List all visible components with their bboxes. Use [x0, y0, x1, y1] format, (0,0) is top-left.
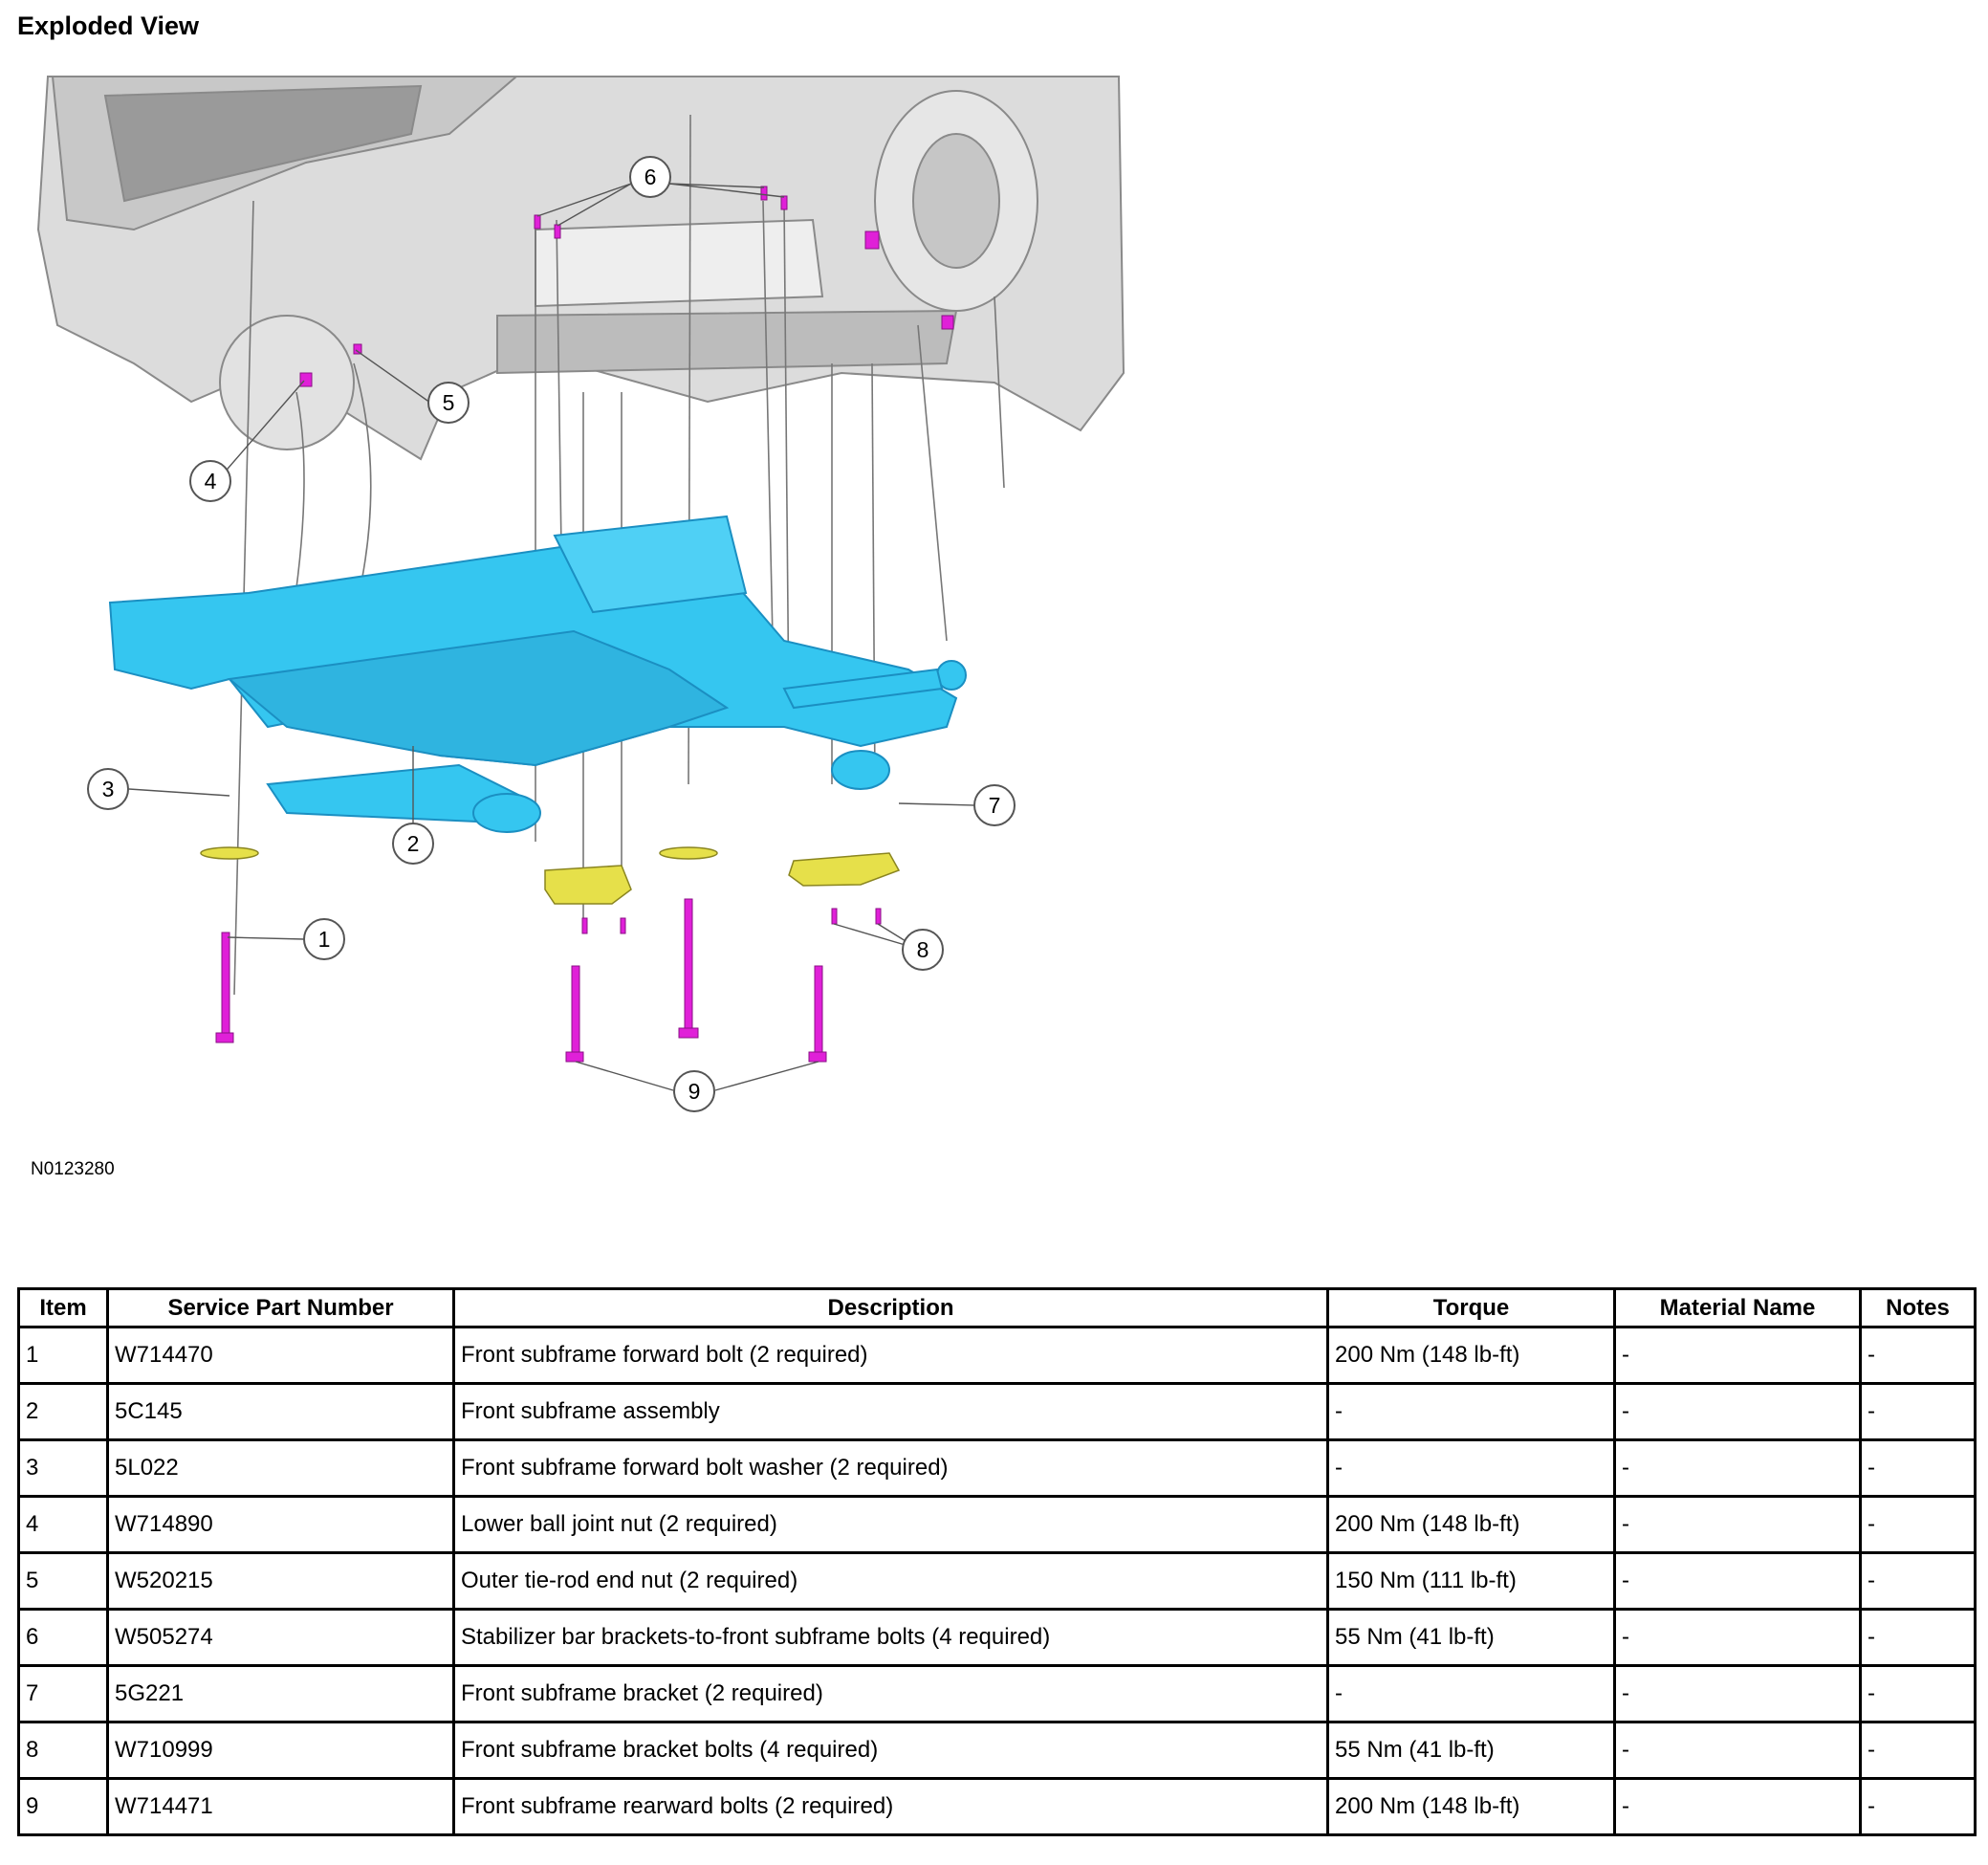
cell-description: Front subframe rearward bolts (2 require… — [452, 1777, 1329, 1836]
cell-material-name: - — [1613, 1326, 1862, 1385]
table-row: 3 5L022 Front subframe forward bolt wash… — [17, 1438, 1977, 1498]
cell-notes: - — [1859, 1608, 1977, 1667]
cell-material-name: - — [1613, 1551, 1862, 1611]
cell-item: 6 — [17, 1608, 109, 1667]
table-row: 8 W710999 Front subframe bracket bolts (… — [17, 1721, 1977, 1780]
exploded-view-diagram: 1 2 3 4 5 6 7 8 9 — [36, 76, 1125, 1112]
fasteners — [215, 186, 954, 1063]
front-subframe — [108, 515, 967, 833]
cell-notes: - — [1859, 1664, 1977, 1723]
cell-description: Lower ball joint nut (2 required) — [452, 1495, 1329, 1554]
cell-part-number: W714470 — [106, 1326, 455, 1385]
cell-torque: - — [1326, 1664, 1616, 1723]
cell-description: Front subframe bracket bolts (4 required… — [452, 1721, 1329, 1780]
cell-item: 8 — [17, 1721, 109, 1780]
svg-text:9: 9 — [688, 1079, 701, 1104]
svg-text:2: 2 — [407, 831, 420, 856]
cell-torque: 55 Nm (41 lb-ft) — [1326, 1721, 1616, 1780]
table-row: 5 W520215 Outer tie-rod end nut (2 requi… — [17, 1551, 1977, 1611]
table-row: 4 W714890 Lower ball joint nut (2 requir… — [17, 1495, 1977, 1554]
cell-notes: - — [1859, 1551, 1977, 1611]
vehicle-body — [36, 76, 1125, 461]
page-title: Exploded View — [17, 11, 200, 40]
cell-item: 7 — [17, 1664, 109, 1723]
cell-description: Front subframe assembly — [452, 1382, 1329, 1441]
cell-torque: 200 Nm (148 lb-ft) — [1326, 1326, 1616, 1385]
cell-part-number: 5L022 — [106, 1438, 455, 1498]
svg-text:7: 7 — [989, 793, 1001, 818]
cell-notes: - — [1859, 1438, 1977, 1498]
cell-torque: - — [1326, 1438, 1616, 1498]
callout-1: 1 — [303, 918, 345, 960]
svg-text:5: 5 — [443, 390, 455, 415]
cell-description: Stabilizer bar brackets-to-front subfram… — [452, 1608, 1329, 1667]
header-torque: Torque — [1326, 1287, 1616, 1328]
cell-part-number: W505274 — [106, 1608, 455, 1667]
cell-item: 1 — [17, 1326, 109, 1385]
header-item: Item — [17, 1287, 109, 1328]
cell-part-number: W520215 — [106, 1551, 455, 1611]
cell-torque: 55 Nm (41 lb-ft) — [1326, 1608, 1616, 1667]
header-notes: Notes — [1859, 1287, 1977, 1328]
cell-material-name: - — [1613, 1664, 1862, 1723]
cell-material-name: - — [1613, 1382, 1862, 1441]
cell-item: 9 — [17, 1777, 109, 1836]
cell-description: Front subframe bracket (2 required) — [452, 1664, 1329, 1723]
callout-9: 9 — [673, 1070, 715, 1112]
cell-item: 2 — [17, 1382, 109, 1441]
callout-7: 7 — [973, 784, 1016, 826]
svg-text:3: 3 — [102, 777, 115, 801]
cell-part-number: W710999 — [106, 1721, 455, 1780]
cell-item: 3 — [17, 1438, 109, 1498]
cell-part-number: 5G221 — [106, 1664, 455, 1723]
cell-torque: 200 Nm (148 lb-ft) — [1326, 1777, 1616, 1836]
cell-notes: - — [1859, 1777, 1977, 1836]
table-header-row: Item Service Part Number Description Tor… — [17, 1287, 1977, 1328]
cell-torque: 150 Nm (111 lb-ft) — [1326, 1551, 1616, 1611]
table-row: 1 W714470 Front subframe forward bolt (2… — [17, 1326, 1977, 1385]
callout-4: 4 — [189, 460, 231, 502]
cell-material-name: - — [1613, 1608, 1862, 1667]
cell-notes: - — [1859, 1721, 1977, 1780]
figure-code: N0123280 — [31, 1159, 115, 1179]
svg-text:1: 1 — [318, 927, 331, 952]
parts-table: Item Service Part Number Description Tor… — [17, 1287, 1977, 1836]
callout-2: 2 — [392, 823, 434, 865]
svg-text:4: 4 — [205, 469, 217, 494]
cell-torque: - — [1326, 1382, 1616, 1441]
header-service-part-number: Service Part Number — [106, 1287, 455, 1328]
cell-torque: 200 Nm (148 lb-ft) — [1326, 1495, 1616, 1554]
cell-part-number: 5C145 — [106, 1382, 455, 1441]
table-row: 9 W714471 Front subframe rearward bolts … — [17, 1777, 1977, 1836]
header-material-name: Material Name — [1613, 1287, 1862, 1328]
cell-notes: - — [1859, 1495, 1977, 1554]
cell-item: 4 — [17, 1495, 109, 1554]
cell-part-number: W714471 — [106, 1777, 455, 1836]
callout-5: 5 — [427, 382, 470, 424]
cell-notes: - — [1859, 1326, 1977, 1385]
cell-material-name: - — [1613, 1777, 1862, 1836]
callout-3: 3 — [87, 768, 129, 810]
cell-description: Front subframe forward bolt washer (2 re… — [452, 1438, 1329, 1498]
cell-item: 5 — [17, 1551, 109, 1611]
table-row: 2 5C145 Front subframe assembly - - - — [17, 1382, 1977, 1441]
svg-text:8: 8 — [917, 937, 929, 962]
cell-description: Outer tie-rod end nut (2 required) — [452, 1551, 1329, 1611]
callout-6: 6 — [629, 156, 671, 198]
table-row: 6 W505274 Stabilizer bar brackets-to-fro… — [17, 1608, 1977, 1667]
callout-8: 8 — [902, 929, 944, 971]
cell-material-name: - — [1613, 1438, 1862, 1498]
svg-text:6: 6 — [644, 165, 657, 189]
cell-description: Front subframe forward bolt (2 required) — [452, 1326, 1329, 1385]
cell-material-name: - — [1613, 1495, 1862, 1554]
brackets-and-washers — [200, 846, 901, 905]
cell-part-number: W714890 — [106, 1495, 455, 1554]
table-row: 7 5G221 Front subframe bracket (2 requir… — [17, 1664, 1977, 1723]
cell-material-name: - — [1613, 1721, 1862, 1780]
leader-lines — [128, 183, 974, 1091]
cell-notes: - — [1859, 1382, 1977, 1441]
header-description: Description — [452, 1287, 1329, 1328]
